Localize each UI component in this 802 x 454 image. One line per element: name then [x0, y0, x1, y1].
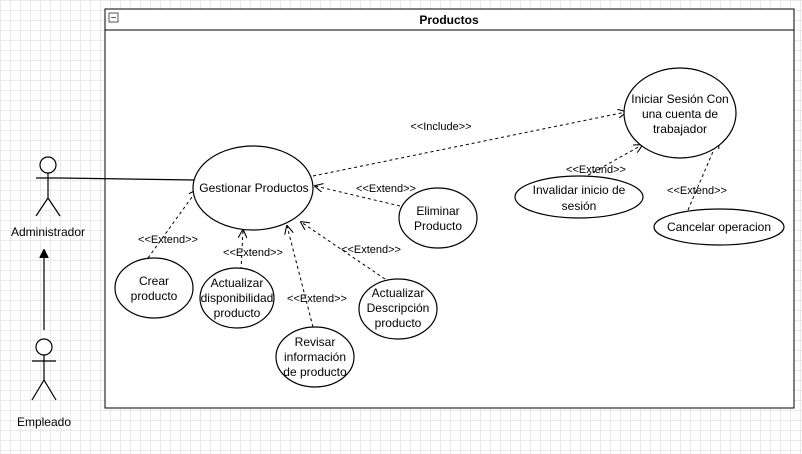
extend-edge-revisar[interactable] — [287, 226, 314, 328]
use-case-label: producto — [375, 316, 422, 330]
actor-administrador[interactable]: Administrador — [11, 156, 85, 239]
use-case-label: Crear — [139, 274, 169, 288]
use-case-actualizar-disponibilidad[interactable]: Actualizar disponibilidad producto — [199, 267, 275, 329]
use-case-label: Revisar — [295, 335, 336, 349]
use-case-label: Actualizar — [211, 276, 264, 290]
use-case-label: Iniciar Sesión Con — [631, 92, 728, 106]
use-case-iniciar-sesion[interactable]: Iniciar Sesión Con una cuenta de trabaja… — [623, 67, 737, 159]
use-case-revisar-informacion[interactable]: Revisar información de producto — [275, 326, 355, 388]
use-case-label: producto — [131, 289, 178, 303]
collapse-icon[interactable] — [108, 12, 119, 23]
extend-edge-invalidar[interactable] — [582, 145, 642, 179]
use-case-label: Producto — [414, 219, 462, 233]
use-case-label: sesión — [562, 199, 597, 213]
extend-edge-disponibilidad[interactable] — [241, 230, 243, 271]
association-edge[interactable] — [59, 177, 195, 181]
extend-edge-descripcion[interactable] — [301, 222, 386, 280]
use-case-label: Invalidar inicio de — [533, 183, 626, 197]
use-case-crear-producto[interactable]: Crear producto — [114, 257, 194, 319]
use-case-label: Gestionar Productos — [199, 181, 308, 195]
extend-label-eliminar: <<Extend>> — [356, 183, 416, 195]
actor-empleado[interactable]: Empleado — [17, 338, 71, 429]
include-label: <<Include>> — [410, 121, 471, 133]
extend-label-invalidar: <<Extend>> — [566, 164, 626, 176]
extend-edge-eliminar[interactable] — [315, 186, 401, 207]
use-case-cancelar-operacion[interactable]: Cancelar operacion — [653, 208, 785, 246]
actor-label-empleado: Empleado — [17, 415, 71, 429]
use-case-label: Actualizar — [372, 286, 425, 300]
use-case-label: Cancelar operacion — [667, 220, 771, 234]
use-case-label: información — [284, 350, 346, 364]
extend-label-disponibilidad: <<Extend>> — [223, 247, 283, 259]
use-case-label: producto — [214, 306, 261, 320]
actor-label-administrador: Administrador — [11, 225, 85, 239]
use-case-label: una cuenta de — [642, 107, 718, 121]
admin-actor-icon — [35, 156, 61, 217]
extend-label-revisar: <<Extend>> — [287, 293, 347, 305]
extend-label-crear: <<Extend>> — [138, 234, 198, 246]
use-case-gestionar-productos[interactable]: Gestionar Productos — [192, 145, 314, 231]
use-case-label: de producto — [283, 365, 347, 379]
use-case-label: Descripción — [367, 301, 430, 315]
extend-label-descripcion: <<Extend>> — [341, 244, 401, 256]
system-title: Productos — [419, 13, 479, 27]
employee-actor-icon — [31, 338, 57, 401]
use-case-eliminar-producto[interactable]: Eliminar Producto — [398, 187, 478, 249]
extend-edge-cancelar[interactable] — [687, 140, 718, 211]
use-case-actualizar-descripcion[interactable]: Actualizar Descripción producto — [358, 278, 438, 340]
include-edge[interactable] — [312, 112, 626, 177]
use-case-label: disponibilidad — [201, 291, 274, 305]
extend-label-cancelar: <<Extend>> — [667, 185, 727, 197]
use-case-label: Eliminar — [416, 204, 459, 218]
use-case-invalidar-sesion[interactable]: Invalidar inicio de sesión — [514, 175, 644, 219]
extend-edge-crear[interactable] — [147, 190, 197, 259]
use-case-label: trabajador — [653, 122, 707, 136]
